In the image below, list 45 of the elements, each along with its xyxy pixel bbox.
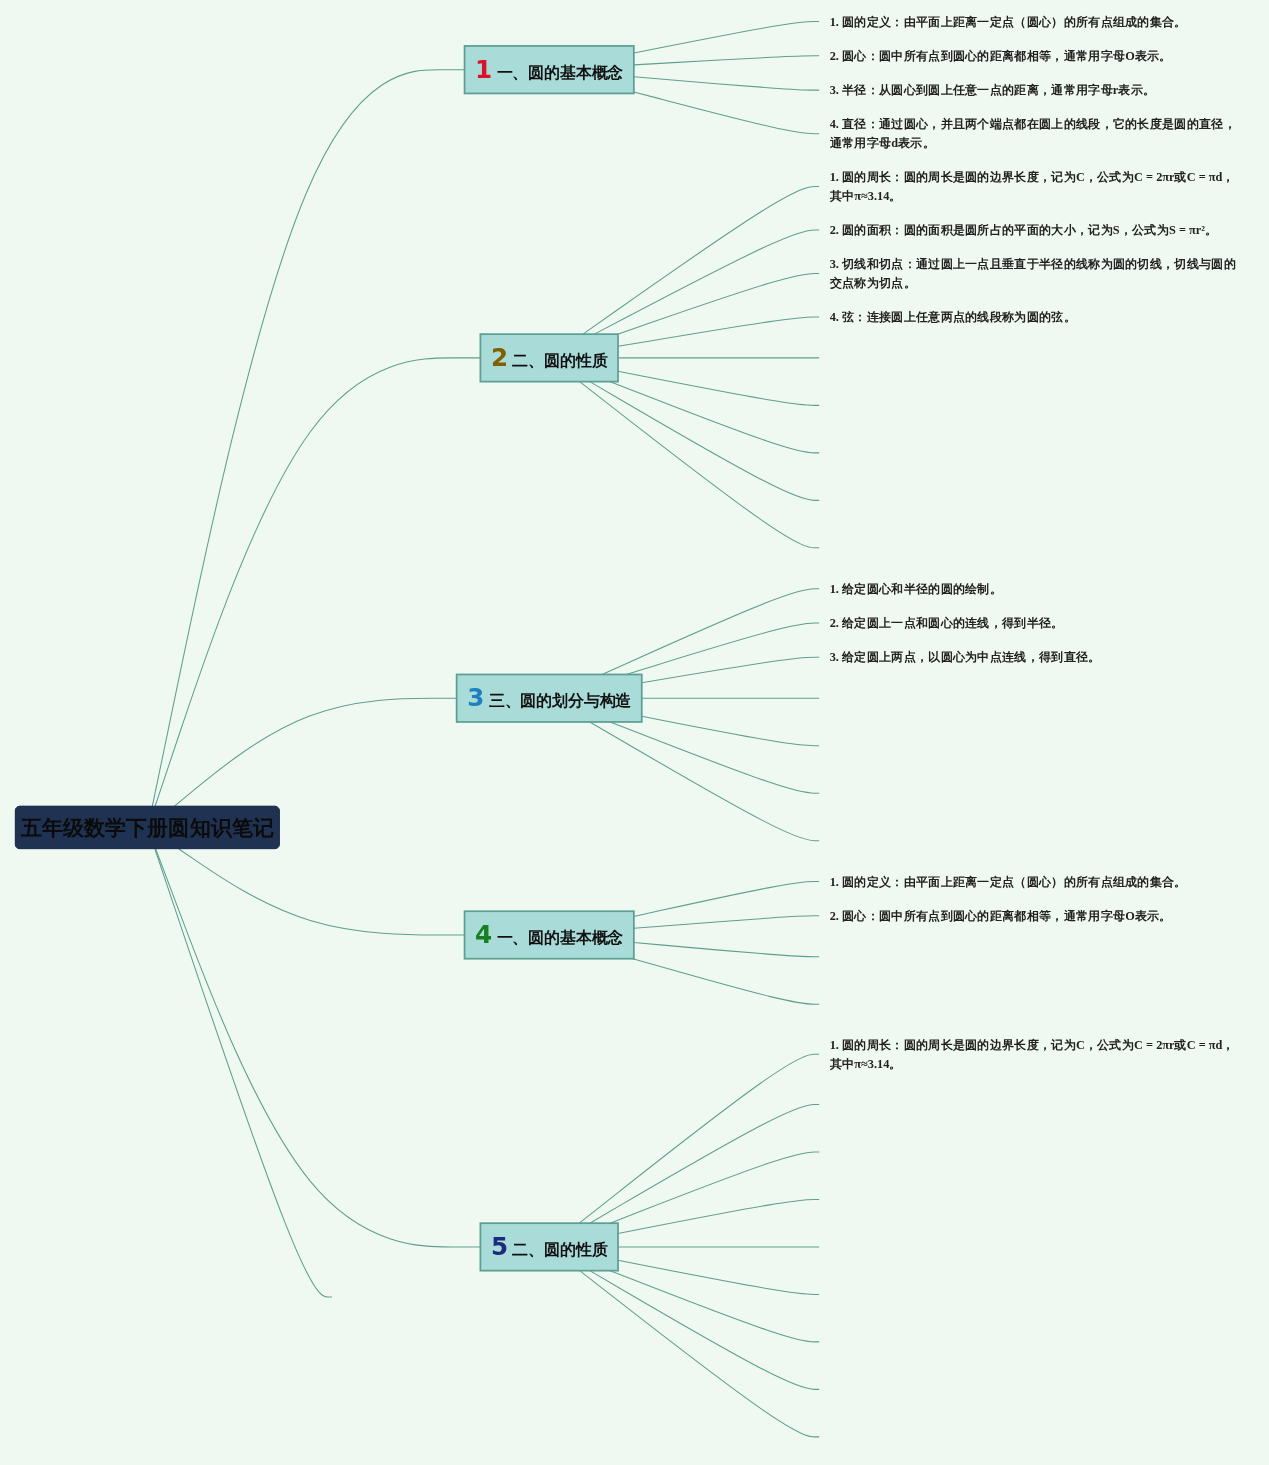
node-text: 1. 圆的周长：圆的周长是圆的边界长度，记为C，公式为C = 2πr或C = πd，其中π≈3.14。 bbox=[829, 1038, 1235, 1071]
node-text: 1. 圆的定义：由平面上距离一定点（圆心）的所有点组成的集合。 bbox=[829, 874, 1187, 889]
connector bbox=[589, 1270, 820, 1390]
node-text: 4. 弦：连接圆上任意两点的线段称为圆的弦。 bbox=[829, 310, 1076, 324]
connector bbox=[633, 942, 820, 958]
node-text: 1. 给定圆心和半径的圆的绘制。 bbox=[829, 582, 1003, 596]
node-box: 2 二、圆的性质 bbox=[479, 333, 619, 383]
node-text: 1. 圆的周长：圆的周长是圆的边界长度，记为C，公式为C = 2πr或C = πd，其中π≈3.14。 bbox=[829, 170, 1235, 203]
connector bbox=[589, 721, 820, 842]
node-text: 2. 圆心：圆中所有点到圆心的距离都相等，通常用字母O表示。 bbox=[829, 49, 1172, 63]
connector bbox=[633, 21, 820, 54]
connector bbox=[601, 588, 820, 675]
connector bbox=[593, 229, 820, 335]
connector bbox=[589, 381, 820, 501]
connector bbox=[589, 1103, 820, 1224]
connector bbox=[582, 185, 820, 335]
node-text: 3. 切线和切点：通过圆上一点且垂直于半径的线称为圆的切线，切线与圆的交点称为切点。 bbox=[829, 257, 1236, 290]
node-box: 3 三、圆的划分与构造 bbox=[455, 673, 643, 723]
connector bbox=[578, 1053, 820, 1224]
connector bbox=[155, 848, 481, 1248]
node-text: 2. 圆的面积：圆的面积是圆所占的平面的大小，记为S，公式为S = πr²。 bbox=[829, 223, 1218, 237]
connector bbox=[617, 272, 820, 335]
node-box: 1 一、圆的基本概念 bbox=[463, 45, 635, 95]
connector bbox=[641, 697, 820, 699]
connector bbox=[579, 381, 820, 549]
node-text: 3. 给定圆上两点，以圆心为中点连线，得到直径。 bbox=[829, 650, 1101, 664]
node-box: 5 二、圆的性质 bbox=[479, 1222, 619, 1272]
connector bbox=[609, 721, 820, 794]
connector bbox=[154, 357, 481, 808]
connector bbox=[633, 76, 820, 91]
connector bbox=[633, 881, 820, 917]
node-text: 3. 半径：从圆心到圆上任意一点的距离，通常用字母r表示。 bbox=[829, 83, 1156, 97]
connector bbox=[633, 91, 820, 135]
node-box: 4 一、圆的基本概念 bbox=[463, 910, 635, 960]
node-text: 1. 圆的定义：由平面上距离一定点（圆心）的所有点组成的集合。 bbox=[829, 14, 1187, 29]
connector bbox=[579, 1270, 820, 1438]
node-text: 2. 圆心：圆中所有点到圆心的距离都相等，通常用字母O表示。 bbox=[829, 909, 1172, 923]
connector bbox=[633, 55, 820, 66]
connector bbox=[641, 715, 820, 747]
node-text: 2. 给定圆上一点和圆心的连线，得到半径。 bbox=[829, 616, 1064, 630]
connector bbox=[154, 848, 333, 1298]
connector bbox=[641, 656, 820, 684]
connector bbox=[633, 915, 820, 929]
node-text: 4. 直径：通过圆心，并且两个端点都在圆上的线段，它的长度是圆的直径，通常用字母d表示。 bbox=[829, 117, 1236, 150]
connector bbox=[632, 958, 820, 1005]
